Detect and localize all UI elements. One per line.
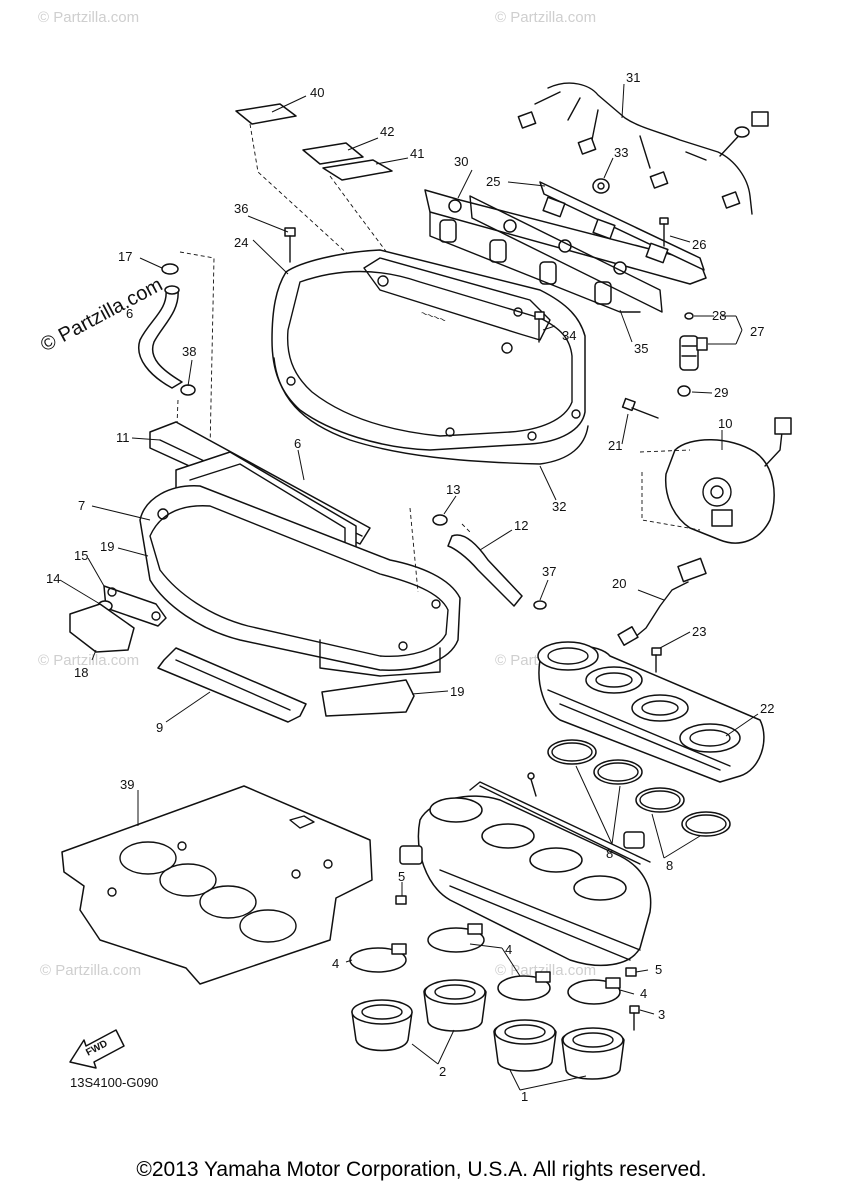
- callout-17: 17: [118, 249, 132, 264]
- leader-lines: [59, 83, 759, 1091]
- part-22-throttle-body-upper: [537, 641, 765, 783]
- callout-28: 28: [712, 308, 726, 323]
- callout-25: 25: [486, 174, 500, 189]
- callout-8: 8: [606, 846, 613, 861]
- callout-6: 6: [294, 436, 301, 451]
- part-42-41-label-sheets: [302, 142, 393, 181]
- part-13-clamp: [432, 514, 448, 526]
- watermark-faint: © Partzilla.com: [495, 962, 596, 979]
- callout-8: 8: [666, 858, 673, 873]
- callout-18: 18: [74, 665, 88, 680]
- part-5-screw: [625, 967, 637, 977]
- callout-37: 37: [542, 564, 556, 579]
- callout-35: 35: [634, 341, 648, 356]
- part-31-wire-harness: [517, 82, 769, 215]
- callout-34: 34: [562, 328, 576, 343]
- callout-26: 26: [692, 237, 706, 252]
- part-32-gasket: [273, 357, 589, 465]
- part-39-gasket-plate: [61, 785, 373, 985]
- watermark-faint: © Partzilla.com: [40, 962, 141, 979]
- callout-22: 22: [760, 701, 774, 716]
- part-27-injector: [679, 335, 708, 371]
- diagram-code: 13S4100-G090: [70, 1075, 158, 1090]
- part-1-joints: [493, 1019, 625, 1080]
- part-3-bolt: [629, 1005, 640, 1031]
- part-7-air-filter-case: [139, 485, 461, 677]
- callout-7: 7: [78, 498, 85, 513]
- throttle-body-assy: [399, 772, 652, 967]
- copyright-notice: ©2013 Yamaha Motor Corporation, U.S.A. A…: [136, 1158, 707, 1181]
- part-16-breather-hose: [138, 285, 183, 389]
- callout-6: 6: [126, 306, 133, 321]
- callout-38: 38: [182, 344, 196, 359]
- callout-27: 27: [750, 324, 764, 339]
- callout-33: 33: [614, 145, 628, 160]
- part-23-screw: [651, 647, 662, 673]
- part-21-bolt: [621, 397, 659, 419]
- part-34-bolt: [534, 311, 545, 343]
- callout-15: 15: [74, 548, 88, 563]
- watermark-faint: © Partzilla.com: [38, 9, 139, 26]
- watermark-faint: © Partzilla.com: [38, 652, 139, 669]
- callout-19: 19: [100, 539, 114, 554]
- part-28-o-ring: [684, 312, 694, 320]
- part-36-bolt: [284, 227, 296, 263]
- callout-40: 40: [310, 85, 324, 100]
- callout-12: 12: [514, 518, 528, 533]
- callout-1: 1: [521, 1089, 528, 1104]
- part-2-joints: [351, 979, 487, 1052]
- callout-14: 14: [46, 571, 60, 586]
- callout-23: 23: [692, 624, 706, 639]
- callout-10: 10: [718, 416, 732, 431]
- watermark-faint: © Partzilla.com: [495, 9, 596, 26]
- part-33-grommet: [592, 178, 610, 194]
- part-10-throttle-servo: [639, 417, 792, 544]
- callout-5: 5: [655, 962, 662, 977]
- callout-3: 3: [658, 1007, 665, 1022]
- part-20-sensor: [617, 557, 707, 646]
- fwd-arrow-icon: FWD: [69, 1029, 125, 1069]
- callout-9: 9: [156, 720, 163, 735]
- callout-4: 4: [640, 986, 647, 1001]
- callout-numbers: 1 2 3 4 4 4 5 5 6 6 7 8 8 9 10 11 12 13 …: [46, 70, 774, 1104]
- callout-21: 21: [608, 438, 622, 453]
- part-8-o-rings: [547, 739, 731, 837]
- callout-36: 36: [234, 201, 248, 216]
- callout-30: 30: [454, 154, 468, 169]
- part-35-gasket: [469, 195, 663, 313]
- callout-31: 31: [626, 70, 640, 85]
- callout-24: 24: [234, 235, 248, 250]
- callout-19: 19: [450, 684, 464, 699]
- callout-5: 5: [398, 869, 405, 884]
- part-12-hose: [447, 534, 523, 607]
- part-17-clamp: [161, 263, 179, 275]
- part-37-clip: [533, 600, 547, 610]
- callout-4: 4: [505, 942, 512, 957]
- callout-32: 32: [552, 499, 566, 514]
- part-19-pad: [321, 679, 415, 717]
- callout-42: 42: [380, 124, 394, 139]
- part-25-fuel-delivery-pipe: [424, 181, 707, 313]
- callout-39: 39: [120, 777, 134, 792]
- part-38-clamp: [180, 384, 196, 396]
- callout-2: 2: [439, 1064, 446, 1079]
- callout-4: 4: [332, 956, 339, 971]
- part-5-screw: [395, 895, 407, 905]
- callout-29: 29: [714, 385, 728, 400]
- callout-41: 41: [410, 146, 424, 161]
- callout-13: 13: [446, 482, 460, 497]
- part-24-air-filter-case-cover: ~~~~: [271, 249, 586, 451]
- part-29-seal: [677, 385, 691, 397]
- part-9-seal: [157, 647, 307, 723]
- part-26-screw: [659, 217, 669, 247]
- callout-11: 11: [116, 430, 130, 445]
- part-4-clamps: [349, 923, 621, 1005]
- callout-20: 20: [612, 576, 626, 591]
- part-40-label-sheet: [235, 103, 297, 125]
